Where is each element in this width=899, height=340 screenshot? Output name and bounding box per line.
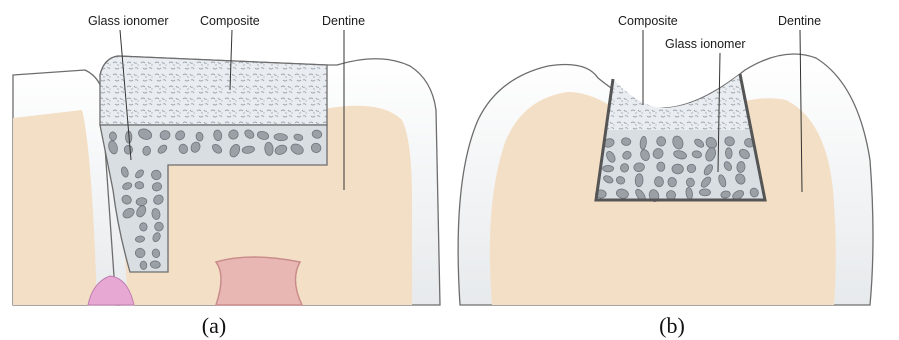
ionomer-particle xyxy=(699,189,710,196)
composite-layer-a xyxy=(100,56,327,125)
label-glass-ionomer-b: Glass ionomer xyxy=(665,37,746,51)
ionomer-particle xyxy=(603,165,614,171)
ionomer-particle xyxy=(140,261,147,270)
caption-b: (b) xyxy=(659,313,685,338)
ionomer-particle xyxy=(635,174,644,187)
panel-a: Glass ionomer Composite Dentine (a) xyxy=(13,14,440,338)
panel-b: Composite Glass ionomer Dentine (b) xyxy=(458,14,885,338)
ionomer-particle xyxy=(139,222,147,231)
label-glass-ionomer-a: Glass ionomer xyxy=(88,14,169,28)
ionomer-particle xyxy=(657,162,665,171)
ionomer-particle xyxy=(124,145,133,154)
ionomer-particle xyxy=(725,148,732,159)
ionomer-particle xyxy=(672,164,684,174)
ionomer-particle xyxy=(135,181,144,189)
label-composite-a: Composite xyxy=(200,14,260,28)
caption-a: (a) xyxy=(202,313,226,338)
label-dentine-b: Dentine xyxy=(778,14,821,28)
left-tooth-dentine xyxy=(13,110,97,305)
ionomer-particle xyxy=(657,137,666,147)
pulp-horn xyxy=(216,257,302,305)
label-dentine-a: Dentine xyxy=(322,14,365,28)
label-composite-b: Composite xyxy=(618,14,678,28)
